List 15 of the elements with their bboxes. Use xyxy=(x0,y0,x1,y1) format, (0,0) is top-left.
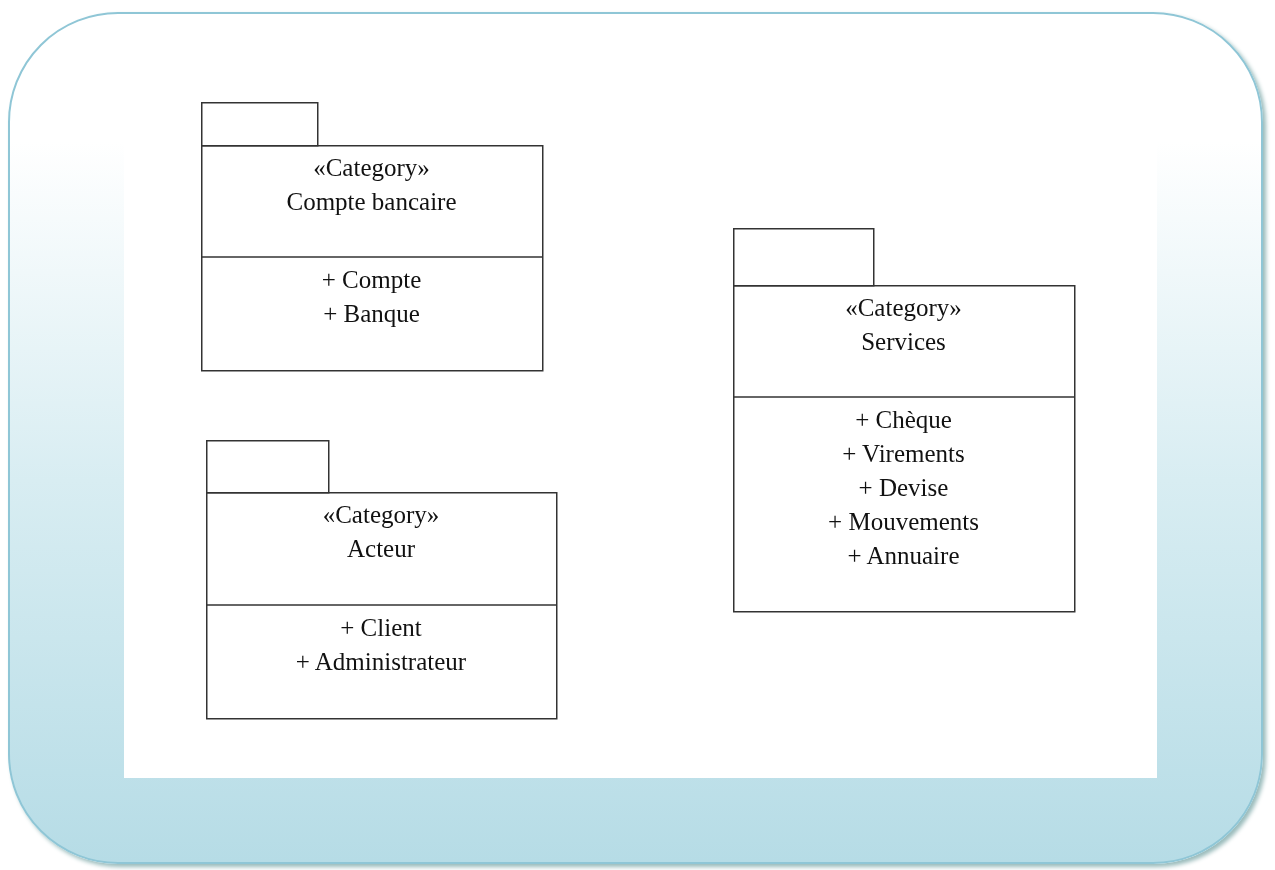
member-item: + Annuaire xyxy=(846,541,961,571)
stereotype-label: «Category» xyxy=(312,153,431,183)
member-item: + Devise xyxy=(857,473,950,503)
member-item: + Virements xyxy=(841,439,966,469)
package-name: Services xyxy=(860,327,947,357)
package-name: Compte bancaire xyxy=(285,187,458,217)
member-item: + Mouvements xyxy=(827,507,980,537)
member-item: + Banque xyxy=(322,299,421,329)
package-name: Acteur xyxy=(346,534,416,564)
member-item: + Administrateur xyxy=(294,647,468,677)
stereotype-label: «Category» xyxy=(321,500,441,530)
member-item: + Compte xyxy=(320,265,423,295)
stereotype-label: «Category» xyxy=(844,293,963,323)
member-item: + Client xyxy=(339,613,423,643)
member-item: + Chèque xyxy=(854,405,953,435)
